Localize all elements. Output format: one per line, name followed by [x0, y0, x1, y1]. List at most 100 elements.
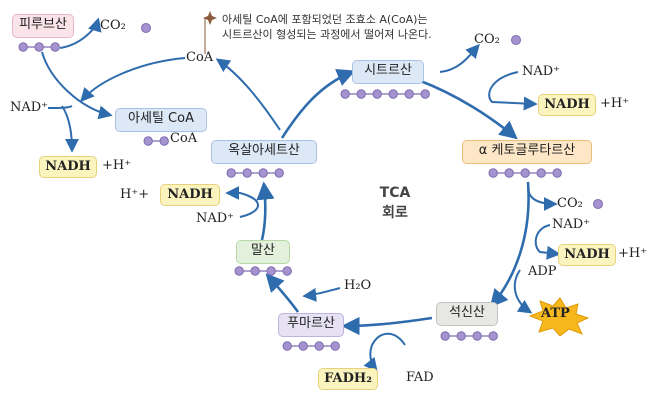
carbon-atom [356, 89, 366, 99]
carbon-atom [282, 341, 292, 351]
malate-box: 말산 [236, 240, 290, 264]
note-line2: 시트르산이 형성되는 과정에서 떨어져 나온다. [222, 28, 432, 41]
cycle-title-line1: TCA [379, 185, 411, 201]
oxaloacetate-carbons [226, 168, 284, 178]
coa-top-label: CoA [186, 50, 214, 65]
nad-oxaloacetate-label: NAD⁺ [196, 211, 235, 226]
carbon-atom [314, 341, 324, 351]
carbon-atom [340, 89, 350, 99]
fumarate-box: 푸마르산 [278, 313, 344, 337]
hplus-citrate-label: +H⁺ [600, 96, 630, 111]
arrow-coa-release-citrate [215, 58, 281, 131]
arrow-adp-atp [513, 269, 533, 314]
carbon-atom [420, 89, 430, 99]
nadh-pyruvate-box: NADH [39, 156, 97, 178]
carbon-atom [536, 168, 546, 178]
acetyl-coa-box: 아세틸 CoA [115, 108, 207, 132]
carbon-atom [266, 266, 276, 276]
arrow-nadh1-out [61, 105, 79, 153]
alpha-kg-carbons [488, 168, 562, 178]
pyruvate-box: 피루브산 [12, 14, 74, 38]
carbon-atom [258, 168, 268, 178]
nadh-citrate-box: NADH [538, 94, 596, 116]
arrow-coa-release-top [80, 57, 186, 103]
co2-pyruvate-carbon [141, 23, 151, 33]
arrow-akg-co2 [527, 189, 558, 211]
carbon-atom [234, 266, 244, 276]
note-text: 아세틸 CoA에 포함되었던 조효소 A(CoA)는 시트르산이 형성되는 과정… [222, 12, 432, 42]
carbon-atom [282, 266, 292, 276]
co2-akg-carbon [593, 199, 603, 209]
arrow-nad4-nadh4 [225, 186, 259, 218]
carbon-atom [552, 168, 562, 178]
arrow-pyruvate-to-acetylcoa [41, 51, 113, 120]
arrow-nad1-in [47, 105, 73, 109]
carbon-atom [488, 331, 498, 341]
alpha-kg-box: α 케토글루타르산 [462, 140, 592, 164]
citrate-carbons [340, 89, 430, 99]
arrow-malate-to-oxaloacetate [256, 181, 275, 241]
malate-carbons [234, 266, 292, 276]
fad-label: FAD [406, 370, 434, 385]
hplus-akg-label: +H⁺ [618, 246, 648, 261]
carbon-atom [488, 168, 498, 178]
carbon-atom [274, 168, 284, 178]
note-leader-line [204, 18, 206, 54]
carbon-atom [440, 331, 450, 341]
hplus-pyruvate-label: +H⁺ [102, 158, 132, 173]
arrow-fad-fadh2 [363, 332, 406, 373]
carbon-atom [242, 168, 252, 178]
co2-akg-label: CO₂ [557, 196, 583, 211]
arrow-akg-to-succinate [489, 181, 530, 308]
carbon-atom [143, 136, 153, 146]
cycle-title-line2: 회로 [382, 205, 408, 221]
atp-label: ATP [541, 306, 570, 321]
nad-citrate-label: NAD⁺ [522, 64, 561, 79]
co2-citrate-label: CO₂ [474, 32, 500, 47]
carbon-atom [226, 168, 236, 178]
arrow-oxaloacetate-to-citrate [280, 69, 356, 139]
fumarate-carbons [282, 341, 340, 351]
note-marker-icon [203, 11, 217, 25]
carbon-atom [472, 331, 482, 341]
acetyl-coa-coa-label: CoA [170, 131, 198, 146]
carbon-atom [330, 341, 340, 351]
acetyl-coa-carbons [143, 136, 169, 146]
arrow-nad3-nadh3 [534, 224, 561, 260]
carbon-atom [404, 89, 414, 99]
atp-star-icon [528, 297, 590, 336]
arrow-nad2-nadh2 [488, 71, 538, 111]
carbon-atom [504, 168, 514, 178]
note-line1: 아세틸 CoA에 포함되었던 조효소 A(CoA)는 [222, 13, 428, 26]
fadh2-box: FADH₂ [318, 368, 378, 390]
adp-label: ADP [528, 264, 557, 279]
arrow-citrate-to-akg [417, 78, 518, 140]
h2o-label: H₂O [344, 278, 372, 293]
co2-pyruvate-label: CO₂ [100, 18, 126, 33]
arrow-succinate-to-fumarate [341, 316, 433, 336]
carbon-atom [50, 42, 60, 52]
arrow-h2o [302, 287, 341, 302]
arrow-pyruvate-co2 [59, 17, 102, 49]
cycle-title: TCA 회로 [365, 183, 425, 223]
citrate-box: 시트르산 [352, 60, 424, 84]
nad-akg-label: NAD⁺ [552, 217, 591, 232]
carbon-atom [298, 341, 308, 351]
carbon-atom [388, 89, 398, 99]
hplus-oxaloacetate-label: H⁺+ [120, 187, 150, 202]
oxaloacetate-box: 옥살아세트산 [211, 140, 317, 164]
arrow-fumarate-to-malate [265, 273, 300, 313]
carbon-atom [18, 42, 28, 52]
succinate-carbons [440, 331, 498, 341]
carbon-atom [520, 168, 530, 178]
nadh-akg-box: NADH [558, 244, 616, 266]
co2-citrate-carbon [511, 35, 521, 45]
succinate-box: 석신산 [436, 302, 498, 326]
carbon-atom [250, 266, 260, 276]
carbon-atom [456, 331, 466, 341]
nad-pyruvate-label: NAD⁺ [10, 100, 49, 115]
carbon-atom [159, 136, 169, 146]
nadh-oxaloacetate-box: NADH [160, 184, 220, 206]
